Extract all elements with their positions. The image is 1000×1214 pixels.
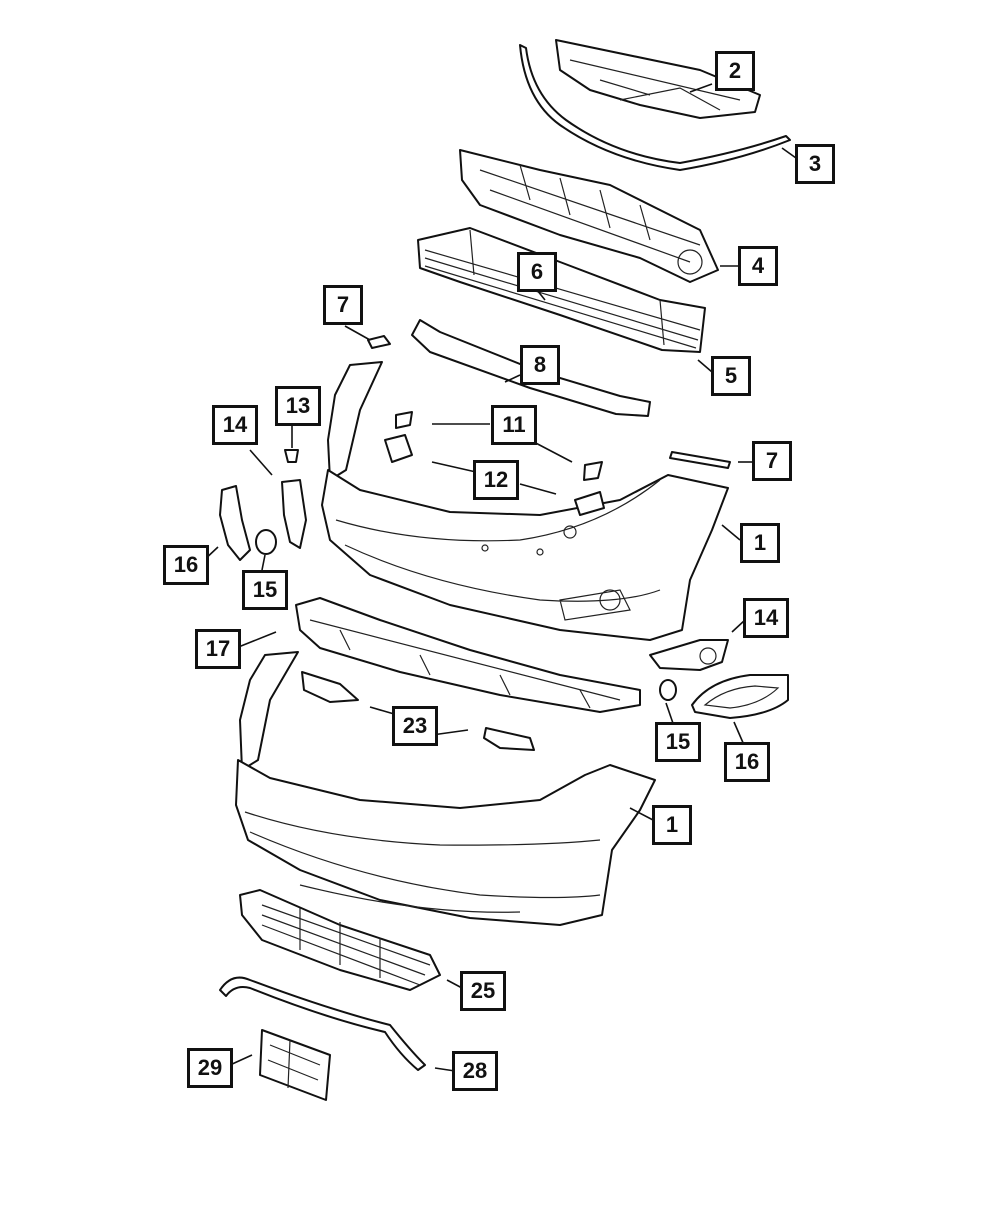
part-25-lower-grille xyxy=(239,889,441,991)
callout-7-lower[interactable]: 7 xyxy=(752,441,792,481)
callout-5[interactable]: 5 xyxy=(711,356,751,396)
callout-16-right[interactable]: 16 xyxy=(724,742,770,782)
callout-8[interactable]: 8 xyxy=(520,345,560,385)
callout-25[interactable]: 25 xyxy=(460,971,506,1011)
callout-28[interactable]: 28 xyxy=(452,1051,498,1091)
part-17-valance-bracket xyxy=(295,597,641,713)
callout-23[interactable]: 23 xyxy=(392,706,438,746)
part-7-strip-right xyxy=(669,451,731,469)
part-7-clip-left xyxy=(367,335,391,349)
part-13-clip xyxy=(284,449,299,463)
callout-1-lower[interactable]: 1 xyxy=(652,805,692,845)
callout-14-right[interactable]: 14 xyxy=(743,598,789,638)
callout-16-left[interactable]: 16 xyxy=(163,545,209,585)
part-1-front-fascia-lower xyxy=(235,651,656,926)
callout-15-left[interactable]: 15 xyxy=(242,570,288,610)
callout-7-upper[interactable]: 7 xyxy=(323,285,363,325)
part-8-lower-support xyxy=(411,319,651,417)
part-3-upper-molding xyxy=(519,44,791,171)
callout-11[interactable]: 11 xyxy=(491,405,537,445)
part-14-bezel-left xyxy=(281,479,307,549)
callout-3[interactable]: 3 xyxy=(795,144,835,184)
callout-2[interactable]: 2 xyxy=(715,51,755,91)
callout-1-upper[interactable]: 1 xyxy=(740,523,780,563)
callout-13[interactable]: 13 xyxy=(275,386,321,426)
part-15-lamp-left xyxy=(255,529,277,555)
part-28-lower-molding xyxy=(219,976,426,1071)
callout-15-right[interactable]: 15 xyxy=(655,722,701,762)
callout-12[interactable]: 12 xyxy=(473,460,519,500)
callout-6[interactable]: 6 xyxy=(517,252,557,292)
part-4-energy-absorber xyxy=(459,149,719,283)
part-23-trim-pieces xyxy=(301,671,535,751)
part-15-lamp-right xyxy=(659,679,677,701)
callout-17[interactable]: 17 xyxy=(195,629,241,669)
callout-29[interactable]: 29 xyxy=(187,1048,233,1088)
part-16-bracket-left xyxy=(219,485,251,561)
part-16-bezel-right xyxy=(691,674,789,719)
part-11-12-brackets xyxy=(384,411,605,516)
part-29-license-bracket xyxy=(259,1029,331,1101)
part-14-bezel-right xyxy=(649,639,729,671)
part-5-6-reinforcement-beam xyxy=(417,227,706,353)
part-1-front-fascia-upper xyxy=(321,361,729,641)
callout-4[interactable]: 4 xyxy=(738,246,778,286)
callout-14-left[interactable]: 14 xyxy=(212,405,258,445)
